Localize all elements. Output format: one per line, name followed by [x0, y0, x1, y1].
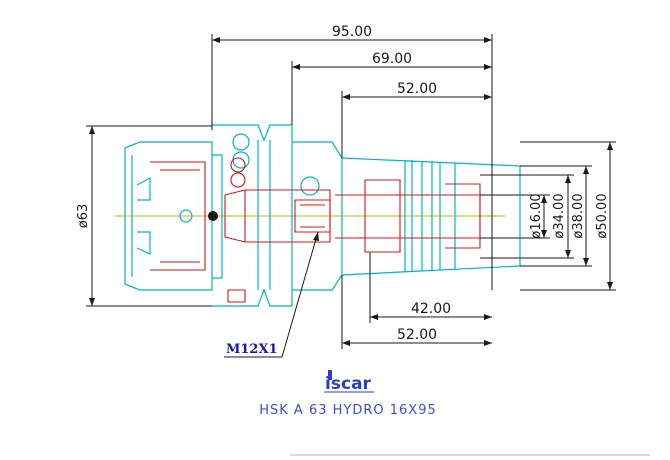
iscar-logo: iscar [325, 374, 371, 394]
dim-dia-63: ø63 [76, 204, 91, 229]
dim-69: 69.00 [372, 51, 412, 67]
dimension-arrows [89, 37, 613, 346]
holder-internals [150, 157, 481, 303]
part-caption: HSK A 63 HYDRO 16X95 [259, 403, 437, 418]
dimension-lines [86, 34, 616, 358]
dim-52-bottom: 52.00 [397, 327, 437, 343]
dim-dia-38: ø38.00 [571, 193, 586, 238]
dim-42: 42.00 [411, 301, 451, 317]
paper [30, 0, 650, 455]
drive-key-marker [208, 211, 218, 221]
logo-bar [328, 370, 332, 380]
dim-95: 95.00 [332, 24, 372, 40]
dim-52-top: 52.00 [397, 81, 437, 97]
holder-outline [124, 124, 521, 307]
dim-dia-16: ø16.00 [529, 193, 544, 238]
thread-callout: M12X1 [226, 342, 278, 357]
dim-dia-34: ø34.00 [552, 193, 567, 238]
dim-dia-50: ø50.00 [595, 193, 610, 238]
